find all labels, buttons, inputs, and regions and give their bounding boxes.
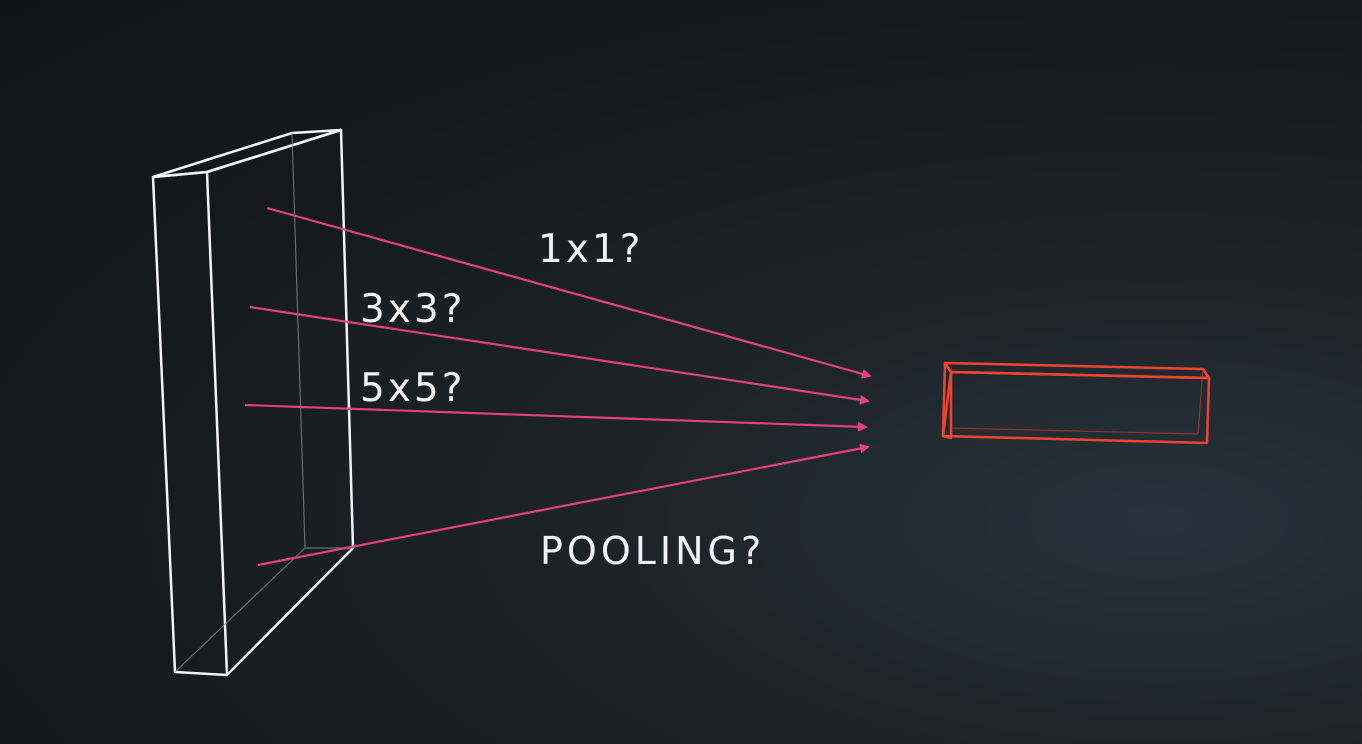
arrow-pooling [257, 443, 870, 567]
label-5x5-conv: 5x5? [360, 366, 466, 411]
arrows [244, 206, 872, 567]
output-volume-front-face [941, 370, 1211, 445]
input-volume-front-face [151, 170, 229, 677]
arrow-5x5 [244, 403, 868, 432]
output-volume [941, 361, 1211, 445]
label-1x1-conv: 1x1? [538, 227, 644, 272]
label-3x3-conv: 3x3? [360, 287, 466, 332]
input-volume-side-face [206, 128, 355, 676]
input-volume-top-face [151, 128, 343, 179]
input-volume [151, 128, 355, 677]
arrow-3x3 [249, 305, 870, 405]
arrow-1x1 [266, 206, 872, 379]
label-pooling: POOLING? [540, 529, 766, 573]
output-volume-left-face [941, 361, 953, 440]
